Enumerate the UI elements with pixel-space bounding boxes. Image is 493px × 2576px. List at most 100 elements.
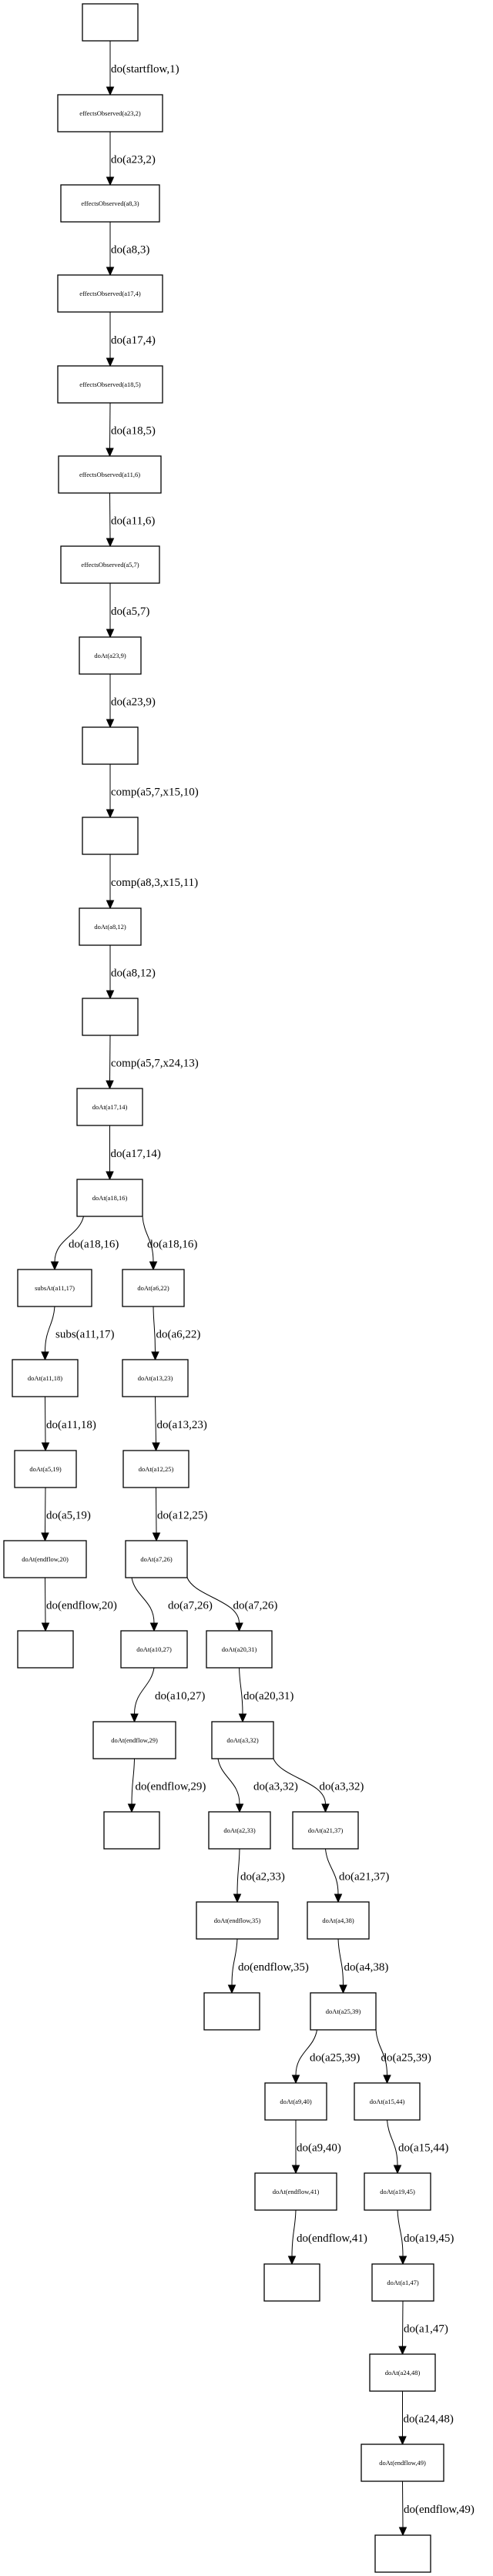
node-label: effectsObserved(a11,6)	[79, 471, 140, 478]
edge-do-endflow-35: do(endflow,35)	[227, 1938, 309, 1994]
node-box	[76, 1179, 143, 1217]
edge-do-a8-12: do(a8,12)	[106, 945, 156, 1000]
edge-do-startflow-1: do(startflow,1)	[106, 41, 179, 96]
node-box	[17, 1630, 74, 1669]
node-box	[17, 1269, 92, 1307]
edge-do-a24-48: do(a24,48)	[398, 2391, 454, 2446]
arrowhead-icon	[151, 1351, 159, 1361]
arrowhead-icon	[41, 1622, 50, 1632]
node-box	[82, 998, 139, 1036]
edge-label: do(a4,38)	[344, 1961, 389, 1974]
edge-label: do(a12,25)	[157, 1510, 207, 1522]
node-label: doAt(a17,14)	[92, 1103, 128, 1111]
edge-label: do(a2,33)	[240, 1871, 285, 1883]
arrowhead-icon	[149, 1622, 159, 1632]
node-empty-n22	[17, 1630, 74, 1669]
edge-do-a18-16: do(a18,16)	[50, 1216, 119, 1271]
node-label: effectsObserved(a8,3)	[81, 200, 139, 207]
node-box	[120, 1630, 188, 1669]
node-effectsobserved-a18-5: effectsObserved(a18,5)	[57, 365, 163, 404]
node-doat-endflow-35: doAt(endflow,35)	[196, 1901, 279, 1940]
node-doat-a11-18: doAt(a11,18)	[12, 1359, 79, 1397]
edge-label: do(a25,39)	[381, 2052, 431, 2064]
node-label: doAt(a10,27)	[136, 1645, 172, 1653]
edge-do-a5-19: do(a5,19)	[41, 1487, 91, 1542]
node-box	[103, 1811, 160, 1850]
edge-do-a8-3: do(a8,3)	[106, 222, 149, 277]
edge-label: do(a1,47)	[404, 2323, 448, 2336]
edge-line	[131, 1758, 135, 1805]
node-box	[264, 2082, 327, 2121]
edge-line	[54, 1216, 84, 1263]
edge-label: do(endflow,20)	[46, 1600, 117, 1612]
edge-do-a12-25: do(a12,25)	[152, 1487, 207, 1542]
node-empty-n8	[82, 726, 139, 765]
arrowhead-icon	[393, 2165, 402, 2175]
edge-line	[325, 1848, 339, 1895]
node-box	[208, 1811, 271, 1850]
node-doat-a25-39: doAt(a25,39)	[310, 1992, 377, 2031]
arrowhead-icon	[398, 2346, 407, 2356]
edge-do-a10-27: do(a10,27)	[130, 1667, 205, 1723]
arrowhead-icon	[106, 176, 115, 186]
edge-label: do(a6,22)	[156, 1329, 201, 1341]
edge-label: do(a17,4)	[111, 334, 156, 347]
edge-comp-a8-3-x15-11: comp(a8,3,x15,11)	[106, 854, 198, 910]
node-box	[3, 1540, 87, 1578]
node-label: doAt(a11,18)	[28, 1374, 62, 1382]
edge-label: do(a17,14)	[111, 1148, 161, 1160]
node-box	[79, 907, 142, 946]
node-label: doAt(a6,22)	[137, 1284, 169, 1292]
node-box	[58, 455, 162, 494]
node-label: doAt(a20,31)	[222, 1645, 257, 1653]
edge-do-a6-22: do(a6,22)	[151, 1306, 201, 1361]
edge-do-a11-18: do(a11,18)	[41, 1396, 96, 1452]
edge-line	[231, 1938, 238, 1986]
edge-label: do(a9,40)	[297, 2142, 341, 2155]
node-label: doAt(a13,23)	[138, 1374, 173, 1382]
edge-line	[45, 1306, 55, 1353]
node-doat-a24-48: doAt(a24,48)	[369, 2353, 436, 2392]
node-empty-n9	[82, 817, 139, 855]
edge-label: do(a8,12)	[111, 968, 156, 980]
edge-line	[153, 1306, 156, 1353]
node-box	[60, 184, 160, 223]
edge-line	[109, 1035, 111, 1082]
node-box	[57, 365, 163, 404]
node-box	[60, 545, 160, 584]
edge-do-endflow-49: do(endflow,49)	[398, 2480, 475, 2537]
nodes-layer: effectsObserved(a23,2)effectsObserved(a8…	[3, 3, 444, 2573]
node-box	[292, 1811, 359, 1850]
edges-layer: do(startflow,1)do(a23,2)do(a8,3)do(a17,4…	[41, 41, 475, 2537]
edge-do-a23-9: do(a23,9)	[106, 674, 156, 729]
node-box	[125, 1540, 188, 1578]
arrowhead-icon	[41, 1442, 50, 1452]
edge-label: do(a8,3)	[111, 244, 149, 257]
node-box	[122, 1359, 189, 1397]
node-label: doAt(a24,48)	[385, 2369, 421, 2376]
edge-line	[402, 2480, 404, 2528]
node-box	[263, 2263, 320, 2302]
node-box	[211, 1721, 274, 1759]
node-label: doAt(a21,37)	[308, 1826, 344, 1834]
edge-do-a7-26: do(a7,26)	[131, 1577, 213, 1632]
node-label: doAt(a8,12)	[94, 923, 126, 931]
edge-line	[397, 2209, 404, 2257]
arrowhead-icon	[398, 2436, 407, 2446]
node-empty-n11	[82, 998, 139, 1036]
arrowhead-icon	[106, 900, 115, 910]
node-label: doAt(a25,39)	[326, 2007, 361, 2015]
edge-do-a15-44: do(a15,44)	[387, 2119, 448, 2175]
node-doat-endflow-49: doAt(endflow,49)	[361, 2444, 444, 2482]
edge-line	[291, 2209, 297, 2257]
edge-label: do(a20,31)	[243, 1690, 293, 1702]
node-label: doAt(a2,33)	[223, 1826, 255, 1834]
arrowhead-icon	[106, 809, 115, 819]
edge-label: do(a7,26)	[168, 1600, 213, 1612]
arrowhead-icon	[106, 990, 115, 1000]
edge-line	[45, 1396, 46, 1444]
node-subsat-a11-17: subsAt(a11,17)	[17, 1269, 92, 1307]
edge-label: do(a24,48)	[404, 2413, 454, 2426]
node-box	[196, 1901, 279, 1940]
edge-line	[109, 492, 111, 539]
